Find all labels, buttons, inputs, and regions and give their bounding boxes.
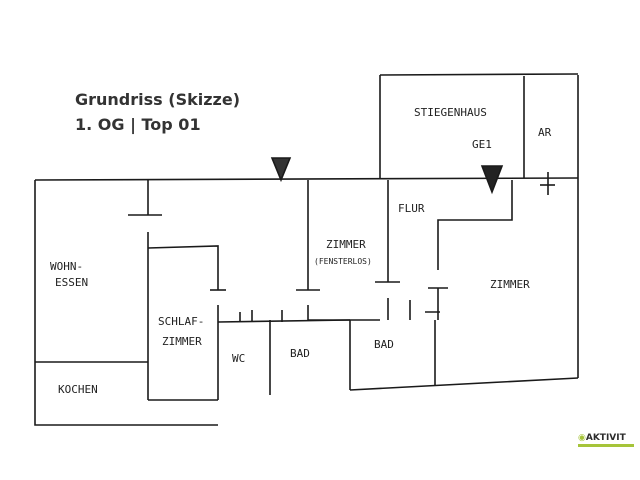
room-label: ZIMMER bbox=[162, 335, 202, 348]
room-label: WC bbox=[232, 352, 245, 365]
logo-text: AKTIVIT bbox=[585, 433, 626, 443]
room-label: (FENSTERLOS) bbox=[314, 257, 372, 266]
walls bbox=[34, 73, 579, 426]
room-label: KOCHEN bbox=[58, 383, 98, 396]
plan-subtitle: 1. OG | Top 01 bbox=[75, 115, 201, 134]
room-label: GE1 bbox=[472, 138, 492, 151]
entrance-marker-icon bbox=[270, 157, 292, 183]
room-label: BAD bbox=[374, 338, 394, 351]
room-label: FLUR bbox=[398, 202, 425, 215]
room-label: BAD bbox=[290, 347, 310, 360]
room-label: AR bbox=[538, 126, 552, 139]
room-label: STIEGENHAUS bbox=[414, 106, 487, 119]
plan-title: Grundriss (Skizze) bbox=[75, 90, 240, 109]
entrance-marker-icon bbox=[480, 165, 504, 195]
room-label: ESSEN bbox=[55, 276, 88, 289]
aktivit-logo: ◉AKTIVIT bbox=[578, 433, 634, 447]
logo-mark-icon: ◉ bbox=[578, 433, 586, 443]
room-label: SCHLAF- bbox=[158, 315, 204, 328]
room-label: WOHN- bbox=[50, 260, 83, 273]
room-label: ZIMMER bbox=[326, 238, 366, 251]
room-label: ZIMMER bbox=[490, 278, 530, 291]
